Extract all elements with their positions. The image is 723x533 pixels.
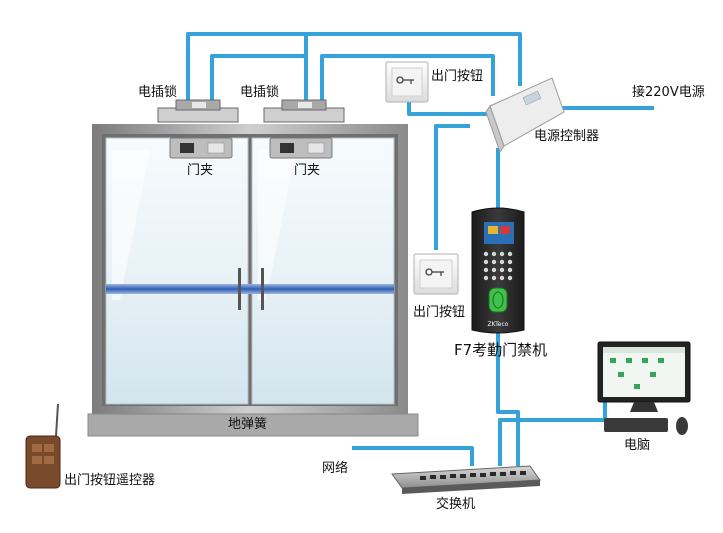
label-computer: 电脑 bbox=[624, 438, 651, 453]
network-switch bbox=[391, 465, 541, 494]
terminal-brand: ZKTeco bbox=[488, 321, 509, 328]
label-remote: 出门按钮遥控器 bbox=[64, 473, 156, 488]
door-blue-band bbox=[106, 284, 394, 294]
label-switch: 交换机 bbox=[436, 497, 476, 512]
wire-top-bus bbox=[186, 32, 522, 100]
door-handle-right bbox=[261, 268, 264, 310]
terminal-keypad bbox=[483, 251, 513, 281]
remote-control-icon bbox=[25, 403, 61, 489]
fingerprint-sensor bbox=[488, 287, 508, 313]
glass-door bbox=[92, 124, 408, 414]
label-access-terminal: F7考勤门禁机 bbox=[454, 341, 548, 359]
label-power-input: 接220V电源 bbox=[632, 85, 705, 100]
monitor-icon bbox=[597, 341, 691, 412]
wire-lock-right-b bbox=[320, 54, 495, 100]
label-exit-button-mid: 出门按钮 bbox=[413, 305, 466, 320]
label-door-clamp-right: 门夹 bbox=[294, 163, 321, 178]
access-terminal: ZKTeco bbox=[471, 207, 525, 334]
key-icon bbox=[425, 268, 444, 276]
wire-lock-left-b bbox=[210, 54, 306, 100]
label-exit-button-top: 出门按钮 bbox=[431, 69, 484, 84]
computer bbox=[597, 341, 691, 435]
key-icon bbox=[396, 76, 414, 84]
remote-control bbox=[25, 403, 61, 489]
label-electric-lock-right: 电插锁 bbox=[240, 85, 280, 100]
power-controller bbox=[485, 77, 565, 154]
mouse bbox=[676, 417, 688, 435]
floor-spring-bar bbox=[87, 413, 419, 437]
label-floor-spring: 地弹簧 bbox=[228, 417, 268, 432]
wire-terminal-switch bbox=[496, 330, 520, 466]
electric-lock-right bbox=[263, 99, 345, 123]
door-clamp-left bbox=[169, 137, 233, 159]
label-electric-lock-left: 电插锁 bbox=[138, 85, 178, 100]
label-network: 网络 bbox=[322, 461, 349, 476]
network-switch-icon bbox=[391, 465, 541, 494]
wire-computer-switch bbox=[498, 396, 607, 466]
door-clamp-right bbox=[269, 137, 333, 159]
exit-button-mid bbox=[413, 253, 459, 295]
door-handle-left bbox=[238, 268, 241, 310]
label-power-controller: 电源控制器 bbox=[534, 129, 600, 144]
electric-lock-left bbox=[157, 99, 239, 123]
exit-button-top bbox=[385, 61, 429, 103]
wire-exit-mid bbox=[434, 124, 470, 250]
label-door-clamp-left: 门夹 bbox=[187, 163, 214, 178]
wire-network-switch bbox=[352, 446, 474, 466]
keyboard bbox=[604, 418, 668, 432]
wires bbox=[186, 32, 654, 466]
